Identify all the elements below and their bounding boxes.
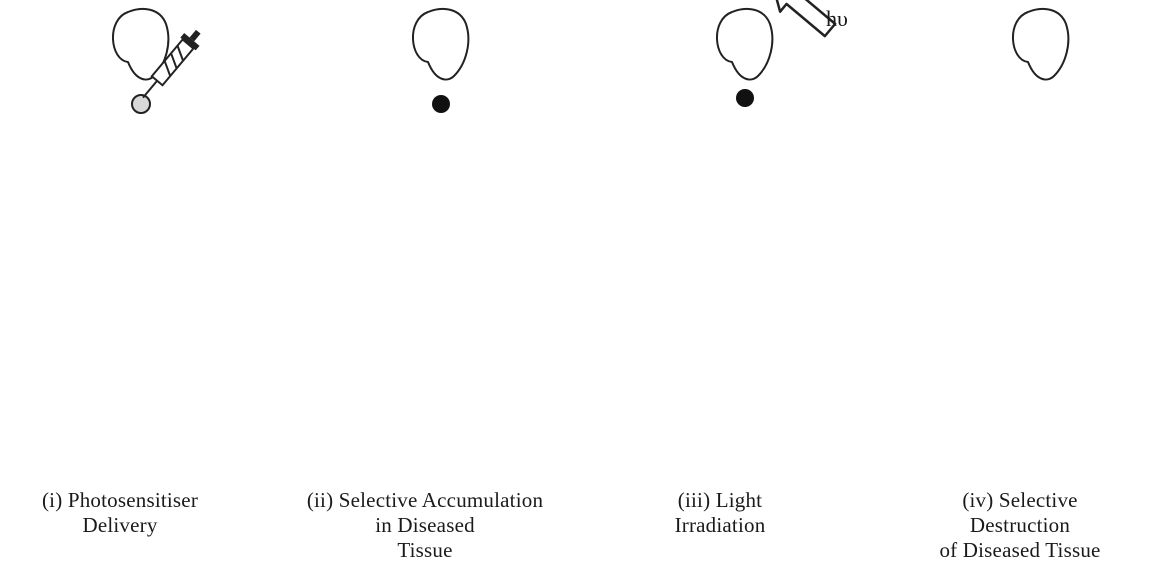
light-symbol-label: hυ: [826, 6, 848, 32]
tumor-marker-light: [132, 95, 150, 113]
tumor-marker-dark: [736, 89, 754, 107]
human-silhouette-3: [604, 0, 884, 480]
tumor-marker-dark: [432, 95, 450, 113]
caption-2: (ii) Selective Accumulation in Diseased …: [265, 488, 585, 563]
human-silhouette-2: [300, 0, 580, 480]
caption-4: (iv) Selective Destruction of Diseased T…: [900, 488, 1140, 563]
syringe-icon: [135, 25, 206, 104]
caption-1: (i) Photosensitiser Delivery: [0, 488, 240, 538]
human-silhouette-1: [0, 0, 280, 480]
caption-3: (iii) Light Irradiation: [620, 488, 820, 538]
body-outline: [413, 9, 468, 80]
body-outline: [1013, 9, 1068, 80]
human-silhouette-4: [900, 0, 1151, 480]
panel-3-figure: [604, 0, 884, 480]
body-outline: [717, 9, 772, 80]
panel-2-figure: [300, 0, 580, 480]
panel-4-figure: [900, 0, 1151, 480]
panel-1-figure: [0, 0, 280, 480]
